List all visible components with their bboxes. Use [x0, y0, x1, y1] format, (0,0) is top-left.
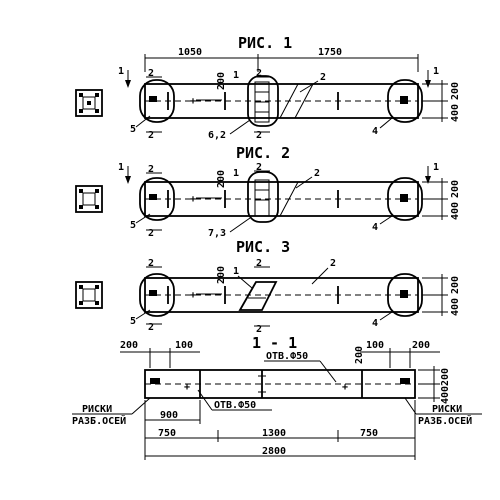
section-title: 1 - 1 — [252, 334, 297, 352]
figure-1: РИС. 1 1050 1750 — [75, 34, 461, 141]
section-1-1: 1 - 1 200 100 100 200 ОТВ.Ф50 + + 200 20… — [72, 334, 482, 460]
figure-2: РИС. 2 + 200 200 400 — [75, 144, 461, 239]
fig1-h200: 200 — [450, 82, 461, 100]
fig1-dim-right: 1750 — [318, 47, 342, 58]
svg-text:+: + — [184, 382, 190, 393]
section-dim-900: 900 — [160, 410, 178, 421]
fig2-h400: 400 — [450, 202, 461, 220]
fig1-mark-5: 5 — [130, 124, 136, 135]
fig3-mark-2d: 2 — [148, 322, 154, 333]
fig2-section-mark-left: 1 — [118, 162, 124, 173]
section-v200: 200 — [354, 346, 365, 364]
section-dim-1300: 1300 — [262, 428, 286, 439]
fig1-end-section — [75, 89, 103, 117]
section-marks-left-2: РАЗБ.ОСЕЙ — [72, 414, 126, 427]
fig2-mark-1: 1 — [233, 168, 239, 179]
fig1-mark-6-2: 6,2 — [208, 130, 226, 141]
section-marks-right-1: РИСКИ — [432, 404, 462, 415]
fig2-h200: 200 — [450, 180, 461, 198]
fig2-mark-2c: 2 — [314, 168, 320, 179]
section-dim-750-left: 750 — [158, 428, 176, 439]
fig1-h400: 400 — [450, 104, 461, 122]
fig1-section-mark-right: 1 — [433, 66, 439, 77]
svg-text:+: + — [190, 96, 196, 107]
svg-text:+: + — [190, 194, 196, 205]
section-h400: 400 — [440, 386, 451, 404]
fig1-mark-2a: 2 — [148, 68, 154, 79]
fig2-end-section — [75, 185, 103, 213]
fig3-mark-2e: 2 — [256, 324, 262, 335]
fig2-mark-7-3: 7,3 — [208, 228, 226, 239]
section-dim-2800: 2800 — [262, 446, 286, 457]
section-hole-bottom: ОТВ.Ф50 — [214, 400, 256, 411]
figure-3: РИС. 3 + 200 200 400 2 1 2 — [75, 238, 461, 335]
section-dim-200-right: 200 — [412, 340, 430, 351]
fig1-mark-2d: 2 — [148, 130, 154, 141]
fig3-mark-4: 4 — [372, 318, 378, 329]
section-marks-right-2: РАЗБ.ОСЕЙ — [418, 414, 472, 427]
fig3-mark-2a: 2 — [148, 258, 154, 269]
fig3-mark-2b: 2 — [256, 258, 262, 269]
figure-1-title: РИС. 1 — [238, 34, 292, 52]
fig3-h200: 200 — [450, 276, 461, 294]
fig2-mark-4: 4 — [372, 222, 378, 233]
fig2-mark-2b: 2 — [256, 162, 262, 173]
fig3-v200: 200 — [216, 266, 227, 284]
figure-2-title: РИС. 2 — [236, 144, 290, 162]
fig1-mark-1: 1 — [233, 70, 239, 81]
fig2-section-mark-right: 1 — [433, 162, 439, 173]
fig1-mark-4: 4 — [372, 126, 378, 137]
section-dim-200-left: 200 — [120, 340, 138, 351]
section-h200: 200 — [440, 368, 451, 386]
svg-text:+: + — [190, 290, 196, 301]
section-dim-750-right: 750 — [360, 428, 378, 439]
fig3-h400: 400 — [450, 298, 461, 316]
figure-3-title: РИС. 3 — [236, 238, 290, 256]
fig3-end-section — [75, 281, 103, 309]
fig1-v200: 200 — [216, 72, 227, 90]
fig2-v200: 200 — [216, 170, 227, 188]
fig1-mark-2e: 2 — [256, 130, 262, 141]
section-dim-100-right: 100 — [366, 340, 384, 351]
fig1-section-mark-left: 1 — [118, 66, 124, 77]
fig3-mark-1: 1 — [233, 266, 239, 277]
section-marks-left-1: РИСКИ — [82, 404, 112, 415]
fig2-mark-5: 5 — [130, 220, 136, 231]
svg-text:+: + — [342, 382, 348, 393]
fig2-mark-2a: 2 — [148, 164, 154, 175]
fig1-mark-2b: 2 — [256, 68, 262, 79]
section-dim-100-left: 100 — [175, 340, 193, 351]
fig1-mark-2c: 2 — [320, 72, 326, 83]
fig1-dim-left: 1050 — [178, 47, 202, 58]
fig3-mark-5: 5 — [130, 316, 136, 327]
fig3-mark-2c: 2 — [330, 258, 336, 269]
fig2-mark-2d: 2 — [148, 228, 154, 239]
section-hole-top: ОТВ.Ф50 — [266, 351, 308, 362]
